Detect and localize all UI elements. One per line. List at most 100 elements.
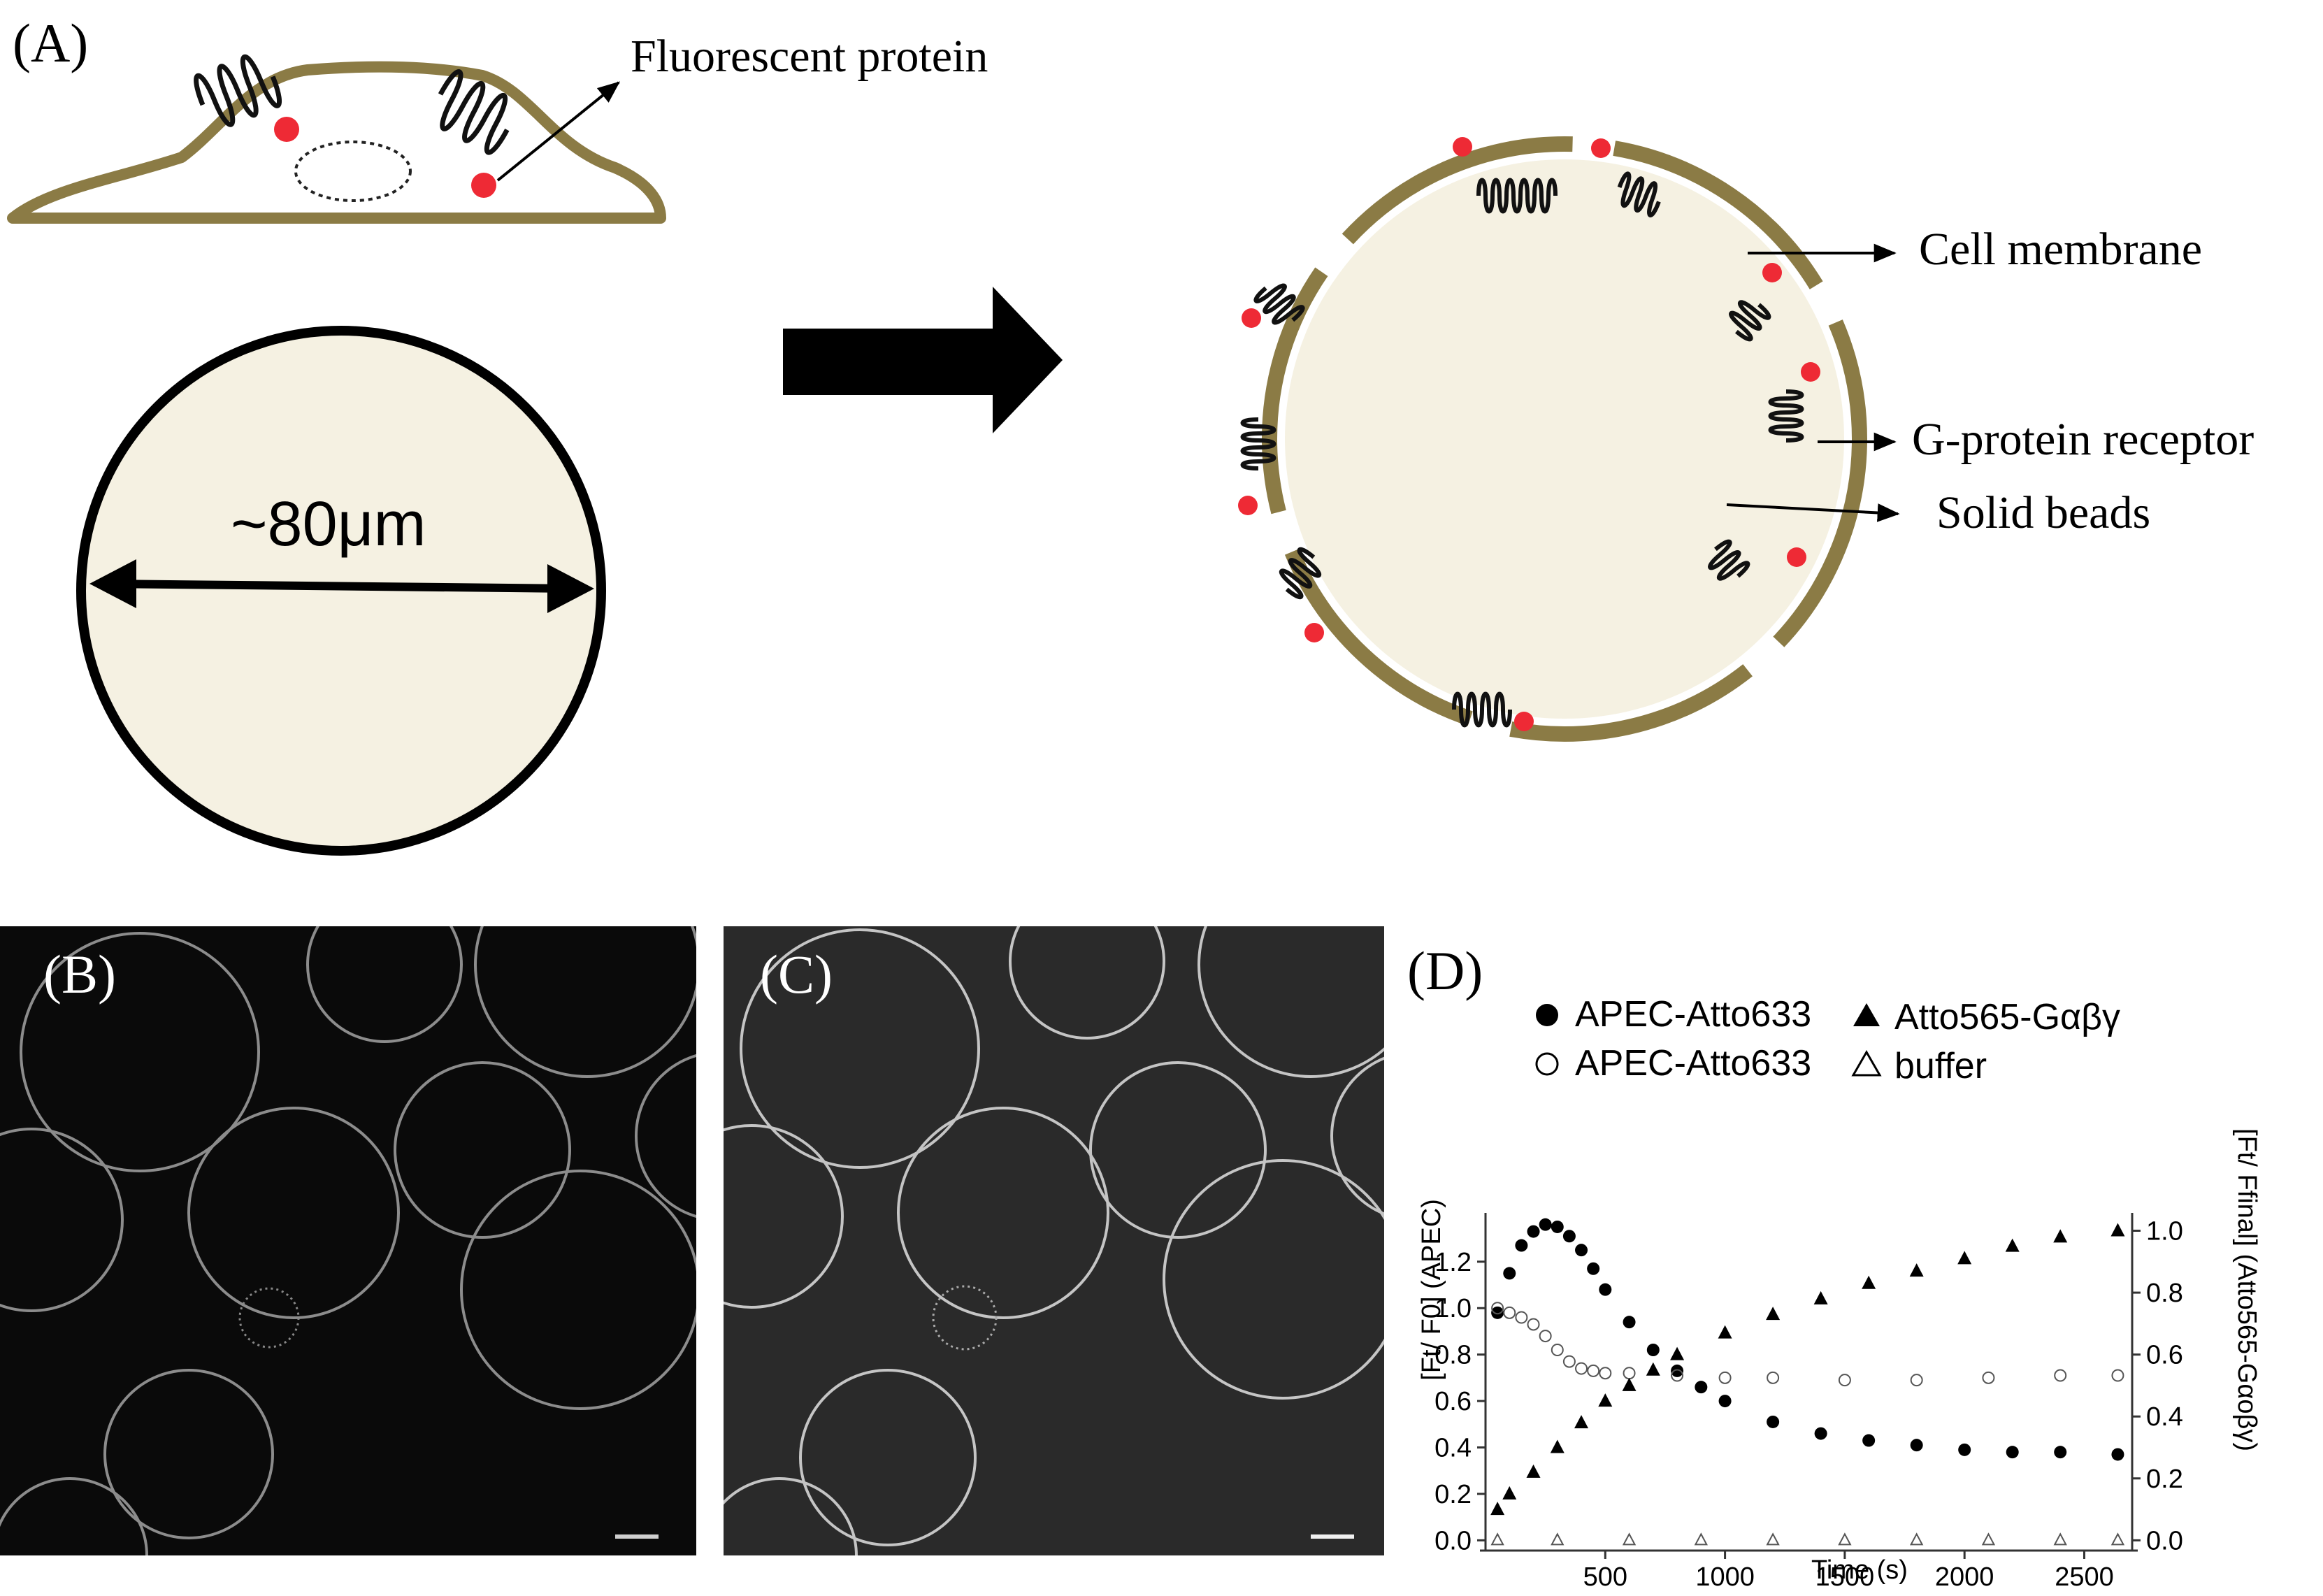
data-point-series-0 <box>1562 1230 1576 1243</box>
data-point-series-2 <box>1526 1464 1541 1478</box>
panel-d-label: (D) <box>1407 940 1483 1001</box>
receptor-label: G-protein receptor <box>1912 414 2254 465</box>
data-point-series-1 <box>1491 1302 1504 1315</box>
y-tick-label-left: 0.0 <box>1434 1526 1472 1555</box>
data-point-series-2 <box>1550 1439 1565 1453</box>
legend-marker-filled-triangle <box>1853 1003 1880 1026</box>
y-tick-label-left: 0.2 <box>1434 1480 1472 1509</box>
adherent-cell: Fluorescent protein <box>7 31 988 224</box>
legend-label-1: APEC-Atto633 <box>1575 994 1811 1035</box>
y-tick-label-left: 0.4 <box>1434 1434 1472 1463</box>
bead-size-diagram: ~80μm <box>76 326 606 856</box>
data-point-series-1 <box>1767 1371 1780 1384</box>
legend: APEC-Atto633 Atto565-Gαβγ APEC-Atto633 b… <box>1535 994 2120 1086</box>
panel-a-label: (A) <box>13 13 88 73</box>
data-point-series-0 <box>1527 1225 1540 1238</box>
data-point-series-1 <box>1539 1330 1552 1343</box>
pointer-arrow <box>496 81 621 182</box>
y-tick-label-right: 0.4 <box>2146 1402 2183 1432</box>
data-point-series-1 <box>1623 1367 1636 1380</box>
data-point-series-0 <box>1671 1364 1684 1377</box>
data-point-series-1 <box>2111 1369 2124 1382</box>
y-tick-label-left: 1.2 <box>1434 1248 1472 1277</box>
data-point-series-2 <box>2110 1223 2125 1237</box>
panel-c-image: (C) <box>724 926 1384 1555</box>
data-point-series-1 <box>1562 1355 1576 1368</box>
data-point-series-0 <box>1575 1244 1588 1257</box>
nucleus <box>294 141 412 202</box>
solid-bead <box>1285 159 1844 719</box>
panel-a: (A) Fluorescent protein ~80μm <box>7 13 2254 856</box>
data-point-series-3 <box>1551 1532 1565 1546</box>
data-point-series-3 <box>1838 1532 1852 1546</box>
data-point-series-3 <box>1694 1532 1708 1546</box>
legend-marker-filled-circle <box>1536 1004 1558 1026</box>
cell-outline <box>238 1287 300 1349</box>
data-point-series-2 <box>1909 1263 1924 1277</box>
data-point-series-2 <box>1574 1415 1589 1429</box>
panel-b-label: (B) <box>43 944 116 1005</box>
data-point-series-0 <box>1767 1415 1780 1428</box>
y-tick-label-left: 0.8 <box>1434 1341 1472 1370</box>
data-point-series-2 <box>1766 1307 1781 1321</box>
data-point-series-2 <box>1862 1275 1876 1289</box>
panel-d-chart: (D) APEC-Atto633 Atto565-Gαβγ APEC-Atto6… <box>1407 940 2261 1592</box>
transition-arrow-icon <box>783 287 1063 433</box>
fluorescent-dots <box>1238 137 1820 731</box>
data-point-series-2 <box>1622 1377 1637 1391</box>
data-point-series-2 <box>1670 1346 1685 1360</box>
data-point-series-3 <box>1490 1532 1504 1546</box>
data-point-series-3 <box>1766 1532 1780 1546</box>
y-tick-label-right: 0.0 <box>2146 1526 2183 1555</box>
data-point-series-2 <box>2005 1238 2020 1252</box>
data-point-series-0 <box>1539 1218 1552 1231</box>
data-point-series-1 <box>1587 1364 1600 1377</box>
legend-label-4: buffer <box>1894 1046 1987 1086</box>
data-point-series-0 <box>1814 1427 1827 1440</box>
bead-outlines <box>724 926 1384 1555</box>
beads-label: Solid beads <box>1936 487 2150 538</box>
receptor-coils <box>1240 171 1804 728</box>
cell-membrane-label: Cell membrane <box>1919 224 2202 275</box>
data-point-series-1 <box>1575 1362 1588 1375</box>
data-point-series-0 <box>1515 1239 1528 1252</box>
x-tick-label: 1500 <box>1815 1562 1875 1592</box>
cell-membrane-fragments <box>1262 136 1867 742</box>
data-point-series-1 <box>1551 1344 1564 1356</box>
x-tick-label: 500 <box>1583 1562 1627 1592</box>
bead-outlines <box>0 926 696 1555</box>
data-point-series-1 <box>1503 1306 1516 1319</box>
data-point-series-2 <box>1502 1486 1517 1500</box>
x-axis-label: Time (s) <box>1811 1555 1908 1585</box>
diameter-arrow <box>104 580 575 593</box>
data-point-series-3 <box>2053 1532 2067 1546</box>
cell-outline <box>932 1285 998 1351</box>
panel-c-label: (C) <box>760 944 833 1005</box>
y-axis-label-right: [Ft/ Ffinal] (Atto565-Gαoβγ) <box>2232 1128 2261 1451</box>
data-point-series-0 <box>1958 1443 1971 1456</box>
data-point-series-0 <box>1646 1344 1660 1356</box>
data-point-series-2 <box>1490 1502 1505 1516</box>
x-tick-label: 2500 <box>2055 1562 2114 1592</box>
membrane-coated-bead: Cell membrane G-protein receptor Solid b… <box>1238 136 2254 742</box>
data-point-series-2 <box>1598 1393 1613 1407</box>
data-point-series-3 <box>2110 1532 2125 1546</box>
x-tick-label: 2000 <box>1935 1562 1994 1592</box>
beads-arrow <box>1726 503 1900 522</box>
scale-bar <box>1311 1534 1354 1539</box>
x-tick-label: 1000 <box>1695 1562 1755 1592</box>
data-point-series-1 <box>1910 1374 1923 1387</box>
data-point-series-0 <box>1862 1434 1876 1447</box>
legend-label-3: APEC-Atto633 <box>1575 1043 1811 1084</box>
data-point-series-0 <box>1587 1262 1600 1275</box>
receptor-coil <box>194 54 282 127</box>
data-point-series-1 <box>1982 1371 1995 1384</box>
diameter-arrow-head-right <box>547 564 594 613</box>
diameter-arrow-head-left <box>89 559 136 608</box>
data-point-series-0 <box>1623 1316 1636 1329</box>
diameter-label: ~80μm <box>231 489 426 559</box>
data-point-series-3 <box>1910 1532 1924 1546</box>
data-point-series-2 <box>1646 1362 1660 1376</box>
